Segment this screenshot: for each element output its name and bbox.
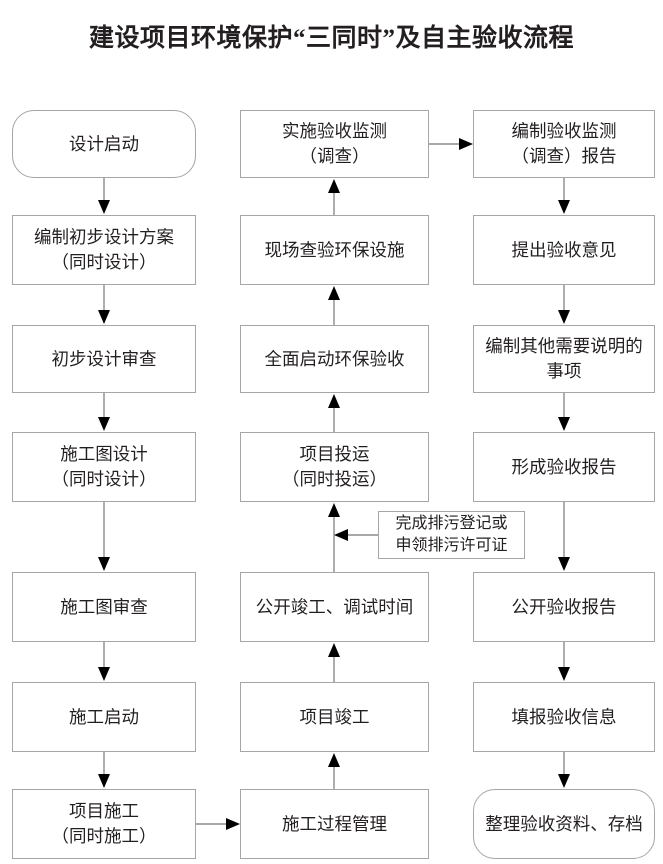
node-project-commissioning[interactable]: 项目投运 （同时投运） (240, 432, 429, 502)
arrowhead-up-m5 (328, 643, 340, 657)
arrowhead-down-r2 (558, 200, 570, 214)
node-issue-acceptance-opinion[interactable]: 提出验收意见 (473, 215, 655, 285)
arrowhead-down-r4 (558, 417, 570, 431)
node-submit-acceptance-information[interactable]: 填报验收信息 (473, 682, 655, 752)
arrowhead-up-m1 (328, 179, 340, 193)
node-organize-archive-acceptance-materials[interactable]: 整理验收资料、存档 (473, 789, 655, 859)
page-title: 建设项目环境保护“三同时”及自主验收流程 (88, 25, 574, 52)
node-label: 形成验收报告 (511, 456, 617, 477)
node-label: 编制初步设计方案 （同时设计） (34, 227, 174, 272)
arrowhead-down-r3 (558, 310, 570, 324)
node-label: 提出验收意见 (511, 239, 617, 260)
node-label: 填报验收信息 (511, 706, 617, 727)
node-prepare-other-explanatory-items[interactable]: 编制其他需要说明的 事项 (473, 325, 655, 393)
arrowhead-up-m2 (328, 286, 340, 300)
node-project-construction[interactable]: 项目施工 （同时施工） (12, 789, 196, 859)
node-label: 施工图审查 (60, 596, 148, 617)
node-label: 公开竣工、调试时间 (255, 596, 414, 617)
arrowhead-left-note1 (334, 529, 348, 541)
node-label: 项目竣工 (299, 706, 370, 727)
arrowhead-down-n7 (98, 774, 110, 788)
node-prepare-preliminary-design[interactable]: 编制初步设计方案 （同时设计） (12, 215, 196, 285)
arrowhead-down-n3 (98, 310, 110, 324)
node-form-acceptance-report[interactable]: 形成验收报告 (473, 432, 655, 502)
node-label: 编制其他需要说明的 事项 (485, 336, 643, 381)
node-project-completion[interactable]: 项目竣工 (240, 682, 429, 752)
arrowhead-down-r7 (558, 774, 570, 788)
arrowhead-up-m6 (328, 753, 340, 767)
arrowhead-up-m3 (328, 394, 340, 408)
node-design-start[interactable]: 设计启动 (12, 110, 196, 178)
node-fully-launch-environmental-acceptance[interactable]: 全面启动环保验收 (240, 325, 429, 393)
arrowhead-down-r5 (558, 557, 570, 571)
node-preliminary-design-review[interactable]: 初步设计审查 (12, 325, 196, 393)
node-publish-acceptance-report[interactable]: 公开验收报告 (473, 572, 655, 642)
node-label: 施工启动 (69, 706, 139, 727)
node-label: 实施验收监测 （调查） (282, 121, 387, 166)
node-label: 编制验收监测 （调查）报告 (511, 121, 617, 166)
node-construction-drawing-design[interactable]: 施工图设计 （同时设计） (12, 432, 196, 502)
arrowhead-right-m7 (226, 818, 240, 830)
arrowhead-up-m4 (328, 503, 340, 517)
arrowhead-down-n2 (98, 200, 110, 214)
arrowhead-down-r6 (558, 667, 570, 681)
arrowhead-down-n4 (98, 417, 110, 431)
node-construction-start[interactable]: 施工启动 (12, 682, 196, 752)
note-label: 完成排污登记或 申领排污许可证 (395, 515, 508, 554)
node-implement-acceptance-monitoring[interactable]: 实施验收监测 （调查） (240, 110, 429, 178)
node-prepare-acceptance-monitoring-report[interactable]: 编制验收监测 （调查）报告 (473, 110, 655, 178)
note-pollutant-discharge-registration[interactable]: 完成排污登记或 申领排污许可证 (378, 511, 525, 559)
node-label: 初步设计审查 (51, 348, 157, 369)
node-construction-drawing-review[interactable]: 施工图审查 (12, 572, 196, 642)
node-label: 项目施工 （同时施工） (51, 801, 157, 846)
arrowhead-down-n5 (98, 557, 110, 571)
node-publish-completion-commissioning-time[interactable]: 公开竣工、调试时间 (240, 572, 429, 642)
node-label: 施工图设计 （同时设计） (51, 444, 157, 489)
node-label: 全面启动环保验收 (264, 348, 405, 369)
node-label: 公开验收报告 (511, 596, 617, 617)
arrowhead-right-r1 (459, 138, 473, 150)
node-onsite-inspect-environmental-facilities[interactable]: 现场查验环保设施 (240, 215, 429, 285)
node-label: 设计启动 (69, 133, 139, 154)
node-label: 整理验收资料、存档 (485, 813, 643, 834)
node-label: 施工过程管理 (282, 813, 387, 834)
node-label: 现场查验环保设施 (264, 239, 405, 260)
node-label: 项目投运 （同时投运） (282, 444, 387, 489)
arrowhead-down-n6 (98, 667, 110, 681)
node-construction-process-management[interactable]: 施工过程管理 (240, 789, 429, 859)
